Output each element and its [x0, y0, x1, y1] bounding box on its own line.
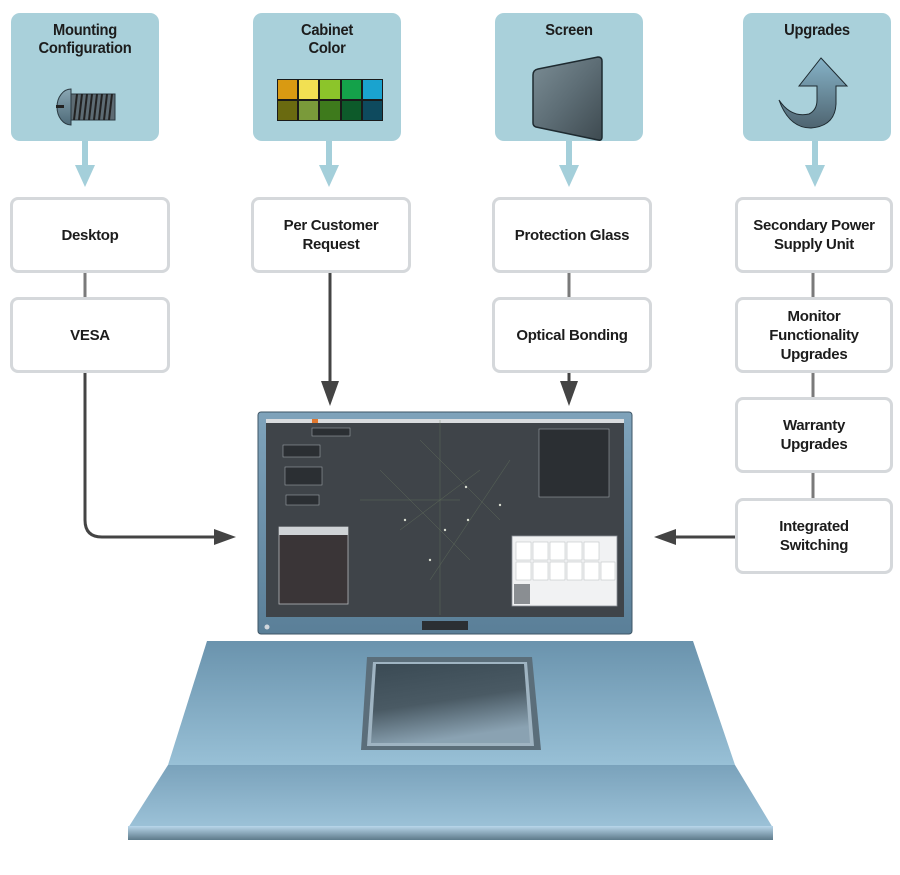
- brand-logo: [264, 624, 270, 630]
- option-label: Integrated Switching: [779, 518, 849, 554]
- screen-window: [282, 427, 610, 506]
- option-vesa: VESA: [10, 297, 170, 373]
- color-swatch: [341, 80, 361, 99]
- arrowhead: [654, 529, 676, 545]
- color-swatch: [341, 101, 361, 120]
- screw-icon: [56, 88, 116, 126]
- arrowhead: [214, 529, 236, 545]
- option-monitor-functionality-upgrades: Monitor Functionality Upgrades: [735, 297, 893, 373]
- desk-console-illustration: [128, 641, 773, 840]
- category-title: Upgrades: [784, 22, 850, 39]
- option-label: Monitor Functionality Upgrades: [769, 307, 859, 363]
- screen-window: [278, 526, 349, 605]
- arrowhead: [560, 381, 578, 406]
- category-cabinet-color: Cabinet Color: [253, 13, 401, 141]
- option-label: Optical Bonding: [516, 326, 628, 344]
- color-swatch: [299, 80, 319, 99]
- color-swatch: [320, 101, 340, 120]
- upgrade-arrow-icon: [778, 57, 849, 129]
- color-swatch: [362, 101, 382, 120]
- option-warranty-upgrades: Warranty Upgrades: [735, 397, 893, 473]
- color-swatch: [299, 101, 319, 120]
- category-arrows: [75, 141, 825, 187]
- option-label: Protection Glass: [514, 226, 630, 244]
- flow-arrows: [83, 273, 735, 539]
- option-label: Desktop: [61, 226, 119, 244]
- option-label: Warranty Upgrades: [780, 417, 848, 453]
- option-integrated-switching: Integrated Switching: [735, 498, 893, 574]
- monitor-illustration: [257, 411, 633, 635]
- option-connectors: [83, 273, 815, 498]
- category-upgrades: Upgrades: [743, 13, 891, 141]
- option-optical-bonding: Optical Bonding: [492, 297, 652, 373]
- color-swatch: [278, 80, 298, 99]
- category-title: Cabinet Color: [300, 22, 354, 57]
- category-mounting-configuration: Mounting Configuration: [11, 13, 159, 141]
- arrowhead: [321, 381, 339, 406]
- color-swatch-icon: [277, 79, 383, 121]
- color-swatch: [320, 80, 340, 99]
- option-protection-glass: Protection Glass: [492, 197, 652, 273]
- option-desktop: Desktop: [10, 197, 170, 273]
- category-title: Mounting Configuration: [38, 22, 132, 57]
- category-title: Screen: [545, 22, 593, 39]
- option-per-customer-request: Per Customer Request: [251, 197, 411, 273]
- option-secondary-power-supply: Secondary Power Supply Unit: [735, 197, 893, 273]
- option-label: Secondary Power Supply Unit: [753, 217, 875, 253]
- option-label: VESA: [70, 326, 110, 344]
- screen-panel-icon: [532, 56, 603, 141]
- option-label: Per Customer Request: [283, 217, 379, 253]
- category-screen: Screen: [495, 13, 643, 141]
- color-swatch: [362, 80, 382, 99]
- color-swatch: [278, 101, 298, 120]
